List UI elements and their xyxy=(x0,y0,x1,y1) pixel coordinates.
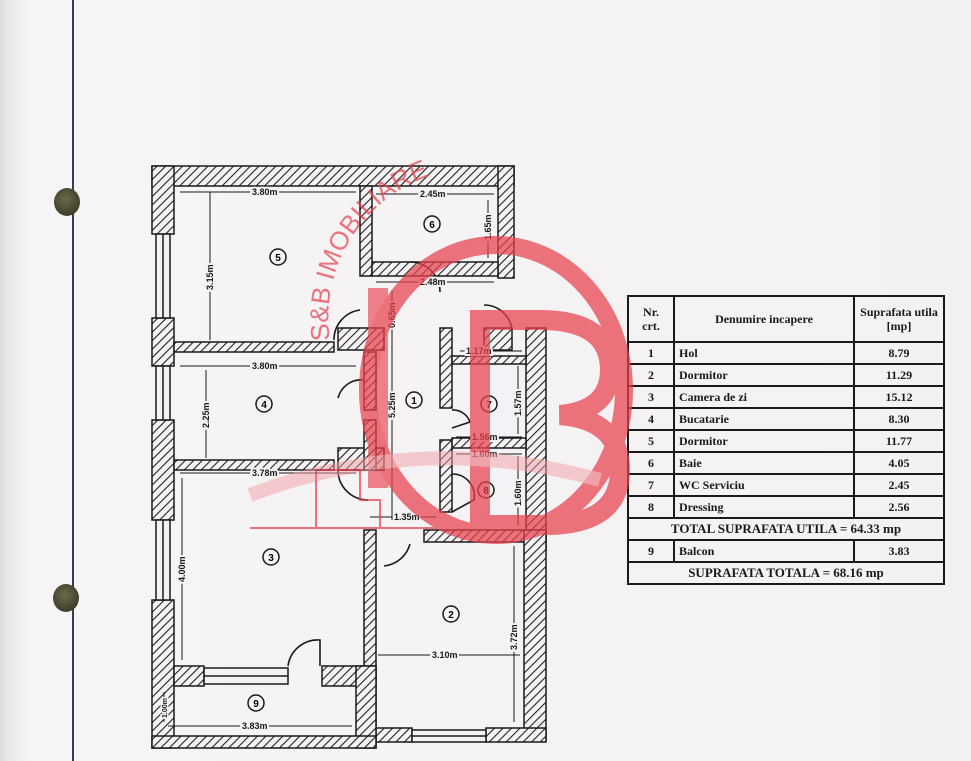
svg-text:7: 7 xyxy=(486,400,492,411)
header-area: Suprafata utila [mp] xyxy=(853,295,945,343)
svg-text:9: 9 xyxy=(253,699,259,710)
svg-text:1.60m: 1.60m xyxy=(472,449,498,459)
room-area-table: Nr. crt. Denumire incapere Suprafata uti… xyxy=(627,295,945,585)
svg-text:3.78m: 3.78m xyxy=(252,468,278,478)
room-marker-7: 7 xyxy=(480,395,498,413)
svg-text:1: 1 xyxy=(411,396,417,407)
room-marker-8: 8 xyxy=(477,481,495,499)
svg-text:5.25m: 5.25m xyxy=(387,392,397,418)
svg-text:3.15m: 3.15m xyxy=(205,264,215,290)
svg-text:1.60m: 1.60m xyxy=(513,480,523,506)
room-marker-1: 1 xyxy=(405,391,423,409)
room-marker-5: 5 xyxy=(269,248,287,266)
svg-text:2: 2 xyxy=(448,610,454,621)
svg-text:3.10m: 3.10m xyxy=(432,650,458,660)
svg-text:4: 4 xyxy=(261,400,267,411)
svg-text:2.48m: 2.48m xyxy=(420,277,446,287)
svg-text:2.25m: 2.25m xyxy=(201,402,211,428)
room-marker-4: 4 xyxy=(255,395,273,413)
svg-text:3.80m: 3.80m xyxy=(252,361,278,371)
room-marker-2: 2 xyxy=(442,605,460,623)
svg-text:1.35m: 1.35m xyxy=(394,512,420,522)
binder-hole-bottom xyxy=(53,584,79,612)
svg-text:1.57m: 1.57m xyxy=(513,390,523,416)
svg-text:5: 5 xyxy=(275,253,281,264)
table-header-row: Nr. crt. Denumire incapere Suprafata uti… xyxy=(627,295,945,343)
header-nr: Nr. crt. xyxy=(627,295,675,343)
svg-text:1.65m: 1.65m xyxy=(483,214,493,240)
svg-text:3: 3 xyxy=(268,553,274,564)
svg-text:3.80m: 3.80m xyxy=(252,187,278,197)
room-marker-9: 9 xyxy=(247,694,265,712)
svg-text:1.56m: 1.56m xyxy=(472,432,498,442)
binder-hole-top xyxy=(54,188,80,216)
margin-line xyxy=(72,0,74,761)
walls xyxy=(151,165,547,749)
svg-text:1.00m: 1.00m xyxy=(162,698,169,718)
svg-text:8: 8 xyxy=(483,486,489,497)
header-name: Denumire incapere xyxy=(673,295,855,343)
room-marker-3: 3 xyxy=(262,548,280,566)
svg-text:2.45m: 2.45m xyxy=(420,189,446,199)
svg-text:0.65m: 0.65m xyxy=(387,302,397,328)
room-marker-6: 6 xyxy=(423,215,441,233)
windows xyxy=(155,233,487,743)
total-row: SUPRAFATA TOTALA = 68.16 mp xyxy=(627,561,945,585)
total-useful-row: TOTAL SUPRAFATA UTILA = 64.33 mp xyxy=(627,517,945,541)
svg-text:4.00m: 4.00m xyxy=(177,556,187,582)
svg-text:3.83m: 3.83m xyxy=(242,721,268,731)
svg-text:6: 6 xyxy=(429,220,435,231)
svg-text:1.17m: 1.17m xyxy=(466,346,492,356)
svg-text:3.72m: 3.72m xyxy=(509,624,519,650)
